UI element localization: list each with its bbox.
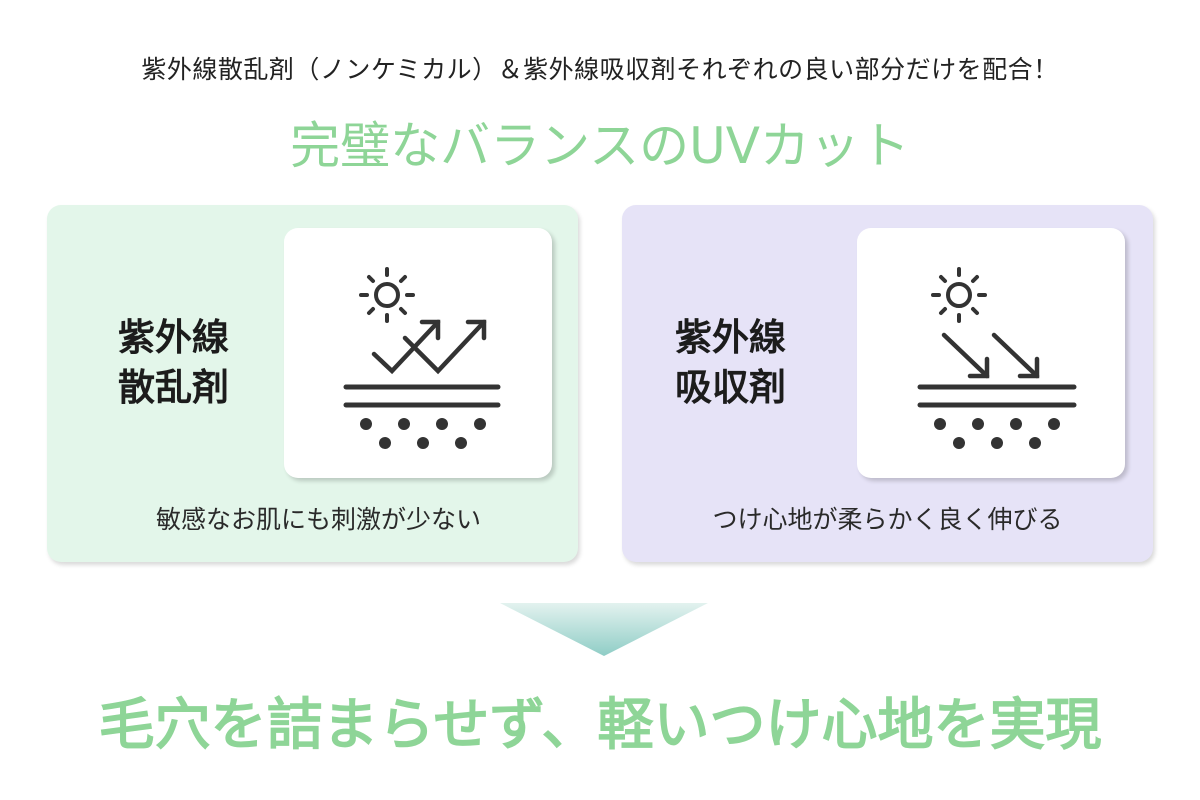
- scatter-agent-panel: 紫外線 散乱剤 敏感なお肌にも刺激が少ない: [47, 205, 578, 562]
- panel-caption: 敏感なお肌にも刺激が少ない: [155, 505, 481, 534]
- panel-label: 紫外線 散乱剤: [118, 313, 229, 413]
- panel-caption: つけ心地が柔らかく良く伸びる: [712, 505, 1063, 534]
- intro-text: 紫外線散乱剤（ノンケミカル）＆紫外線吸収剤それぞれの良い部分だけを配合！: [141, 55, 1059, 84]
- icon-card: [857, 228, 1125, 478]
- uv-scatter-icon: [343, 267, 501, 449]
- down-arrow-icon: [500, 603, 708, 656]
- absorb-agent-panel: 紫外線 吸収剤 つけ心地が柔らかく良く伸びる: [622, 205, 1153, 562]
- label-line: 吸収剤: [675, 366, 786, 409]
- icon-card: [284, 228, 552, 478]
- label-line: 紫外線: [118, 316, 229, 359]
- conclusion-text: 毛穴を詰まらせず、軽いつけ心地を実現: [98, 693, 1102, 758]
- label-line: 紫外線: [675, 316, 786, 359]
- headline: 完璧なバランスのUVカット: [290, 117, 910, 175]
- label-line: 散乱剤: [118, 366, 229, 409]
- uv-absorb-icon: [917, 267, 1077, 449]
- panel-label: 紫外線 吸収剤: [675, 313, 786, 413]
